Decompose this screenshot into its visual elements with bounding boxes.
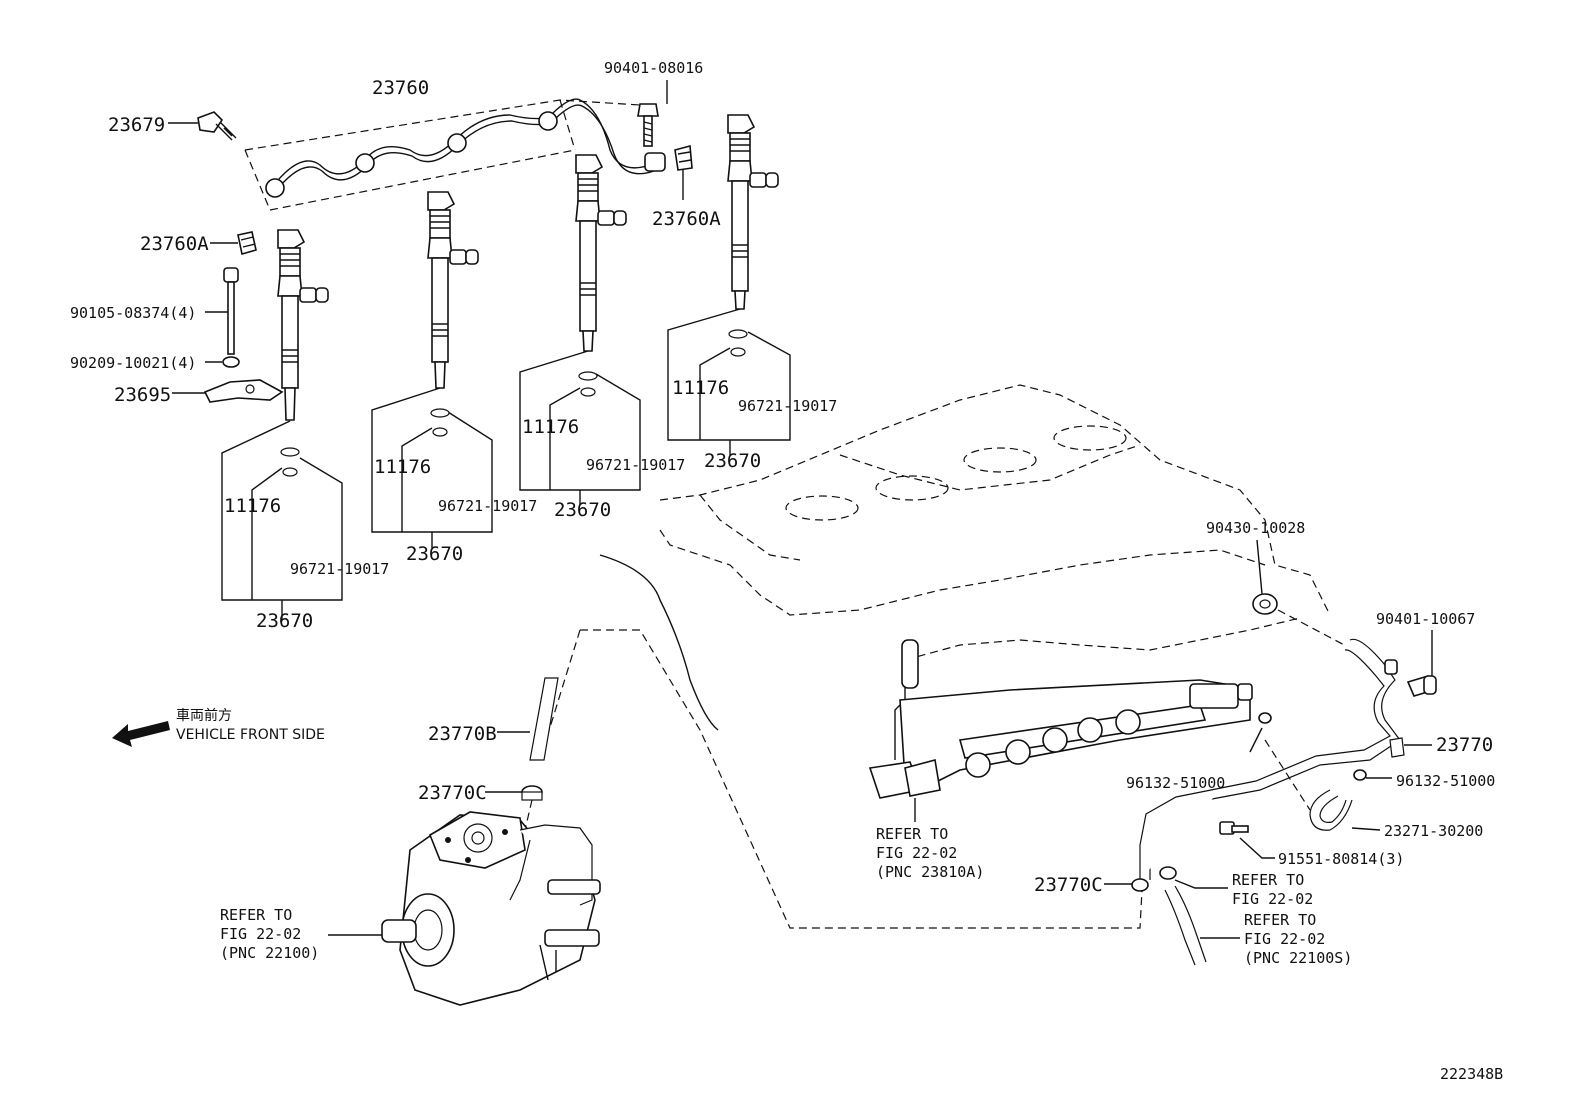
ref-fig-line-1[interactable]: REFER TO bbox=[1232, 871, 1304, 889]
clip-96132-a-icon bbox=[1258, 712, 1272, 724]
ref-pump-line-2[interactable]: FIG 22-02 bbox=[220, 925, 301, 943]
ref-fig: REFER TO FIG 22-02 bbox=[1232, 871, 1313, 908]
diagram-id: 222348B bbox=[1440, 1065, 1503, 1083]
label-96132-51000-a[interactable]: 96132-51000 bbox=[1126, 774, 1225, 792]
injector-3-seal-group bbox=[519, 350, 641, 505]
bolt-90401-10067-icon bbox=[1406, 675, 1437, 697]
label-23271-30200[interactable]: 23271-30200 bbox=[1384, 822, 1483, 840]
clip-96132-b-icon bbox=[1353, 769, 1367, 781]
label-injector-3-96721[interactable]: 96721-19017 bbox=[586, 456, 685, 474]
label-injector-4-11176[interactable]: 11176 bbox=[672, 377, 729, 399]
vehicle-front-jp: 車両前方 bbox=[176, 707, 232, 724]
bolt-91551-icon bbox=[1219, 821, 1249, 835]
label-23760A-right[interactable]: 23760A bbox=[652, 208, 721, 230]
label-injector-2-96721[interactable]: 96721-19017 bbox=[438, 497, 537, 515]
label-23695[interactable]: 23695 bbox=[114, 384, 171, 406]
ref-pump-line-3[interactable]: (PNC 22100) bbox=[220, 944, 319, 962]
clamp-23695-icon bbox=[203, 379, 284, 403]
label-injector-4-96721[interactable]: 96721-19017 bbox=[738, 397, 837, 415]
label-23760A-left[interactable]: 23760A bbox=[140, 233, 209, 255]
ref-hose-line-1[interactable]: REFER TO bbox=[1244, 911, 1316, 929]
supply-pump-icon bbox=[381, 811, 601, 1006]
part-23679-icon bbox=[197, 111, 237, 141]
fuel-hose-lower-icon bbox=[1159, 866, 1207, 966]
bolt-90401-08016-icon bbox=[637, 103, 659, 147]
ref-rail-line-3[interactable]: (PNC 23810A) bbox=[876, 863, 984, 881]
part-labels: 23679 23760 90401-08016 23760A 23760A 90… bbox=[70, 59, 1503, 1083]
ref-hose-line-3[interactable]: (PNC 22100S) bbox=[1244, 949, 1352, 967]
injector-3-icon bbox=[575, 154, 627, 352]
label-23770C-upper[interactable]: 23770C bbox=[418, 782, 487, 804]
injector-1-seal-group bbox=[221, 420, 343, 620]
label-injector-3-11176[interactable]: 11176 bbox=[522, 416, 579, 438]
vehicle-front-en: VEHICLE FRONT SIDE bbox=[176, 727, 325, 743]
ref-rail: REFER TO FIG 22-02 (PNC 23810A) bbox=[876, 825, 984, 881]
label-90401-08016[interactable]: 90401-08016 bbox=[604, 59, 703, 77]
label-injector-3-23670[interactable]: 23670 bbox=[554, 499, 611, 521]
injection-pipe-23760 bbox=[244, 98, 666, 211]
ref-fig-line-2[interactable]: FIG 22-02 bbox=[1232, 890, 1313, 908]
common-rail-icon bbox=[868, 639, 1253, 799]
label-injector-1-96721[interactable]: 96721-19017 bbox=[290, 560, 389, 578]
bolt-90105-icon bbox=[223, 267, 239, 355]
hose-23271-icon bbox=[1309, 789, 1353, 831]
label-91551-80814[interactable]: 91551-80814(3) bbox=[1278, 850, 1404, 868]
clip-23770C-upper-icon bbox=[521, 785, 543, 801]
label-23679[interactable]: 23679 bbox=[108, 114, 165, 136]
label-23770C-lower[interactable]: 23770C bbox=[1034, 874, 1103, 896]
label-90105-08374[interactable]: 90105-08374(4) bbox=[70, 304, 196, 322]
injector-4-icon bbox=[727, 114, 779, 310]
label-injector-4-23670[interactable]: 23670 bbox=[704, 450, 761, 472]
injector-2-seal-group bbox=[371, 387, 493, 548]
injector-4-seal-group bbox=[667, 308, 791, 455]
label-23770[interactable]: 23770 bbox=[1436, 734, 1493, 756]
hose-23770B-icon bbox=[529, 677, 559, 761]
ref-rail-line-2[interactable]: FIG 22-02 bbox=[876, 844, 957, 862]
engine-outline bbox=[599, 384, 1331, 731]
ref-hose: REFER TO FIG 22-02 (PNC 22100S) bbox=[1244, 911, 1352, 967]
injector-1-icon bbox=[277, 229, 329, 421]
clamp-23760A-left-icon bbox=[237, 231, 257, 256]
label-90209-10021[interactable]: 90209-10021(4) bbox=[70, 354, 196, 372]
injectors bbox=[277, 114, 779, 421]
washer-90209-icon bbox=[222, 356, 240, 368]
label-injector-2-11176[interactable]: 11176 bbox=[374, 456, 431, 478]
clamp-23760A-right-icon bbox=[674, 144, 693, 171]
injector-2-icon bbox=[427, 191, 479, 389]
label-23770B[interactable]: 23770B bbox=[428, 723, 497, 745]
ref-hose-line-2[interactable]: FIG 22-02 bbox=[1244, 930, 1325, 948]
vehicle-front-label: 車両前方 VEHICLE FRONT SIDE bbox=[176, 707, 325, 743]
label-90430-10028[interactable]: 90430-10028 bbox=[1206, 519, 1305, 537]
ref-rail-line-1[interactable]: REFER TO bbox=[876, 825, 948, 843]
label-injector-1-23670[interactable]: 23670 bbox=[256, 610, 313, 632]
clip-23770C-lower-icon bbox=[1131, 878, 1149, 892]
label-injector-2-23670[interactable]: 23670 bbox=[406, 543, 463, 565]
ref-pump-line-1[interactable]: REFER TO bbox=[220, 906, 292, 924]
ref-pump: REFER TO FIG 22-02 (PNC 22100) bbox=[220, 906, 319, 962]
label-injector-1-11176[interactable]: 11176 bbox=[224, 495, 281, 517]
fuel-return-pipe-23770-icon bbox=[1139, 638, 1405, 880]
label-23760[interactable]: 23760 bbox=[372, 77, 429, 99]
label-90401-10067[interactable]: 90401-10067 bbox=[1376, 610, 1475, 628]
label-96132-51000-b[interactable]: 96132-51000 bbox=[1396, 772, 1495, 790]
vehicle-front-arrow-icon bbox=[112, 721, 170, 747]
gasket-90430-icon bbox=[1252, 593, 1278, 615]
